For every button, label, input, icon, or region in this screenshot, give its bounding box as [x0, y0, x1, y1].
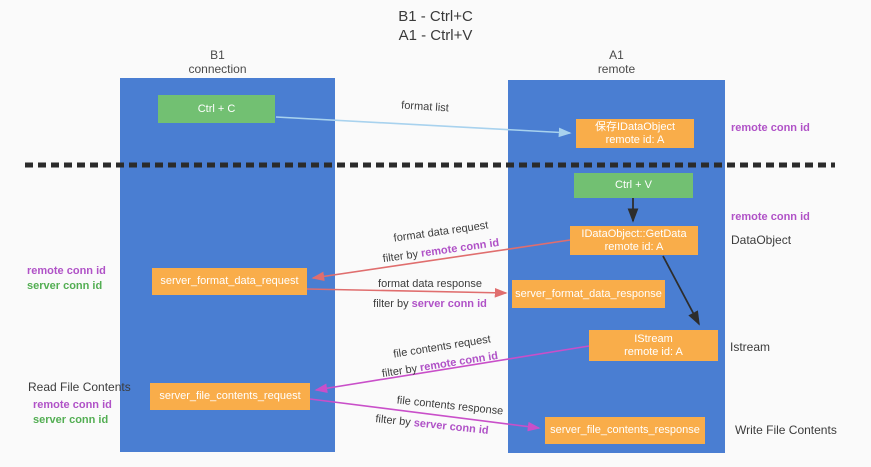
node-server-file-contents-request: server_file_contents_request	[150, 383, 310, 410]
annotation-left-remote-conn-id-2: remote conn id	[33, 399, 112, 411]
annotation-write-file-contents: Write File Contents	[735, 423, 837, 437]
column-a1-subtitle: remote	[597, 62, 636, 76]
node-ctrl-c-label: Ctrl + C	[197, 102, 236, 115]
node-server-file-contents-response-label: server_file_contents_response	[550, 424, 700, 436]
column-header-b1: B1 connection	[120, 48, 315, 76]
label-file-contents-response: file contents response	[396, 394, 504, 418]
annotation-istream: Istream	[730, 340, 771, 354]
annotation-left-server-conn-id-2: server conn id	[33, 414, 109, 426]
annotation-left-remote-conn-id-1: remote conn id	[27, 265, 106, 277]
node-idataobject-getdata-line2: remote id: A	[604, 240, 664, 253]
node-ctrl-v-label: Ctrl + V	[615, 179, 652, 191]
column-a1-title: A1	[609, 48, 624, 62]
node-istream-line1: IStream	[634, 332, 673, 345]
filter-by-prefix: filter by	[381, 362, 422, 381]
filter-by-prefix: filter by	[374, 413, 415, 430]
node-istream-line2: remote id: A	[624, 345, 683, 358]
annotation-remote-conn-id-mid: remote conn id	[731, 211, 810, 223]
filter-by-prefix: filter by	[382, 247, 422, 266]
column-header-a1: A1 remote	[508, 48, 725, 76]
title-line-1: B1 - Ctrl+C	[398, 8, 473, 25]
title-line-2: A1 - Ctrl+V	[398, 27, 473, 44]
node-server-format-data-request: server_format_data_request	[152, 268, 307, 295]
node-idataobject-getdata-line1: IDataObject::GetData	[581, 227, 687, 240]
filter-remote-conn-id: remote conn id	[420, 236, 500, 260]
diagram-title: B1 - Ctrl+C A1 - Ctrl+V	[0, 7, 871, 45]
column-b1-subtitle: connection	[188, 62, 247, 76]
node-save-idataobject-line1: 保存IDataObject	[594, 120, 676, 133]
column-b1-title: B1	[210, 48, 225, 62]
node-istream: IStream remote id: A	[589, 330, 718, 361]
node-server-file-contents-response: server_file_contents_response	[545, 417, 705, 444]
filter-by-prefix: filter by	[373, 298, 412, 310]
node-ctrl-v: Ctrl + V	[574, 173, 693, 198]
node-server-format-data-response: server_format_data_response	[512, 280, 665, 308]
node-server-format-data-response-label: server_format_data_response	[515, 287, 662, 300]
label-filter-by-server-conn-id-1: filter by server conn id	[373, 298, 487, 310]
node-idataobject-getdata: IDataObject::GetData remote id: A	[570, 226, 698, 255]
annotation-dataobject: DataObject	[731, 233, 792, 247]
node-server-format-data-request-label: server_format_data_request	[160, 275, 299, 287]
node-save-idataobject-line2: remote id: A	[605, 133, 665, 146]
label-format-data-response: format data response	[378, 278, 482, 290]
label-filter-by-server-conn-id-2: filter by server conn id	[375, 413, 489, 437]
annotation-remote-conn-id-top: remote conn id	[731, 122, 810, 134]
filter-server-conn-id: server conn id	[413, 417, 490, 437]
annotation-left-server-conn-id-1: server conn id	[27, 280, 103, 292]
node-ctrl-c: Ctrl + C	[158, 95, 275, 123]
label-format-list: format list	[400, 99, 450, 115]
node-save-idataobject: 保存IDataObject remote id: A	[576, 119, 694, 148]
node-server-file-contents-request-label: server_file_contents_request	[159, 390, 301, 402]
filter-server-conn-id: server conn id	[411, 298, 487, 310]
annotation-read-file-contents: Read File Contents	[28, 380, 131, 394]
